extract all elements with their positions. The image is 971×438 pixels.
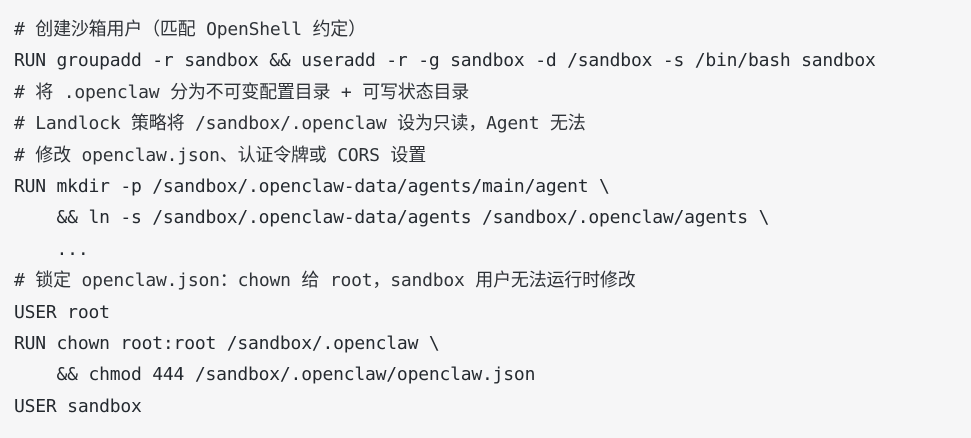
code-line-command: && chmod 444 /sandbox/.openclaw/openclaw… xyxy=(14,364,536,386)
code-line-comment: # Landlock 策略将 /sandbox/.openclaw 设为只读，A… xyxy=(14,113,586,135)
code-line-comment: # 修改 openclaw.json、认证令牌或 CORS 设置 xyxy=(14,144,427,166)
code-line-comment: # 锁定 openclaw.json：chown 给 root，sandbox … xyxy=(14,270,636,292)
code-line-command: USER sandbox xyxy=(14,395,142,417)
code-line-command: RUN groupadd -r sandbox && useradd -r -g… xyxy=(14,50,876,72)
code-line-ellipsis: ... xyxy=(14,238,89,260)
code-line-command: RUN chown root:root /sandbox/.openclaw \ xyxy=(14,332,440,354)
code-line-command: && ln -s /sandbox/.openclaw-data/agents … xyxy=(14,207,770,229)
code-line-comment: # 将 .openclaw 分为不可变配置目录 + 可写状态目录 xyxy=(14,81,469,103)
code-line-command: RUN mkdir -p /sandbox/.openclaw-data/age… xyxy=(14,175,610,197)
code-line-command: USER root xyxy=(14,301,110,323)
code-line-comment: # 创建沙箱用户（匹配 OpenShell 约定） xyxy=(14,19,366,40)
